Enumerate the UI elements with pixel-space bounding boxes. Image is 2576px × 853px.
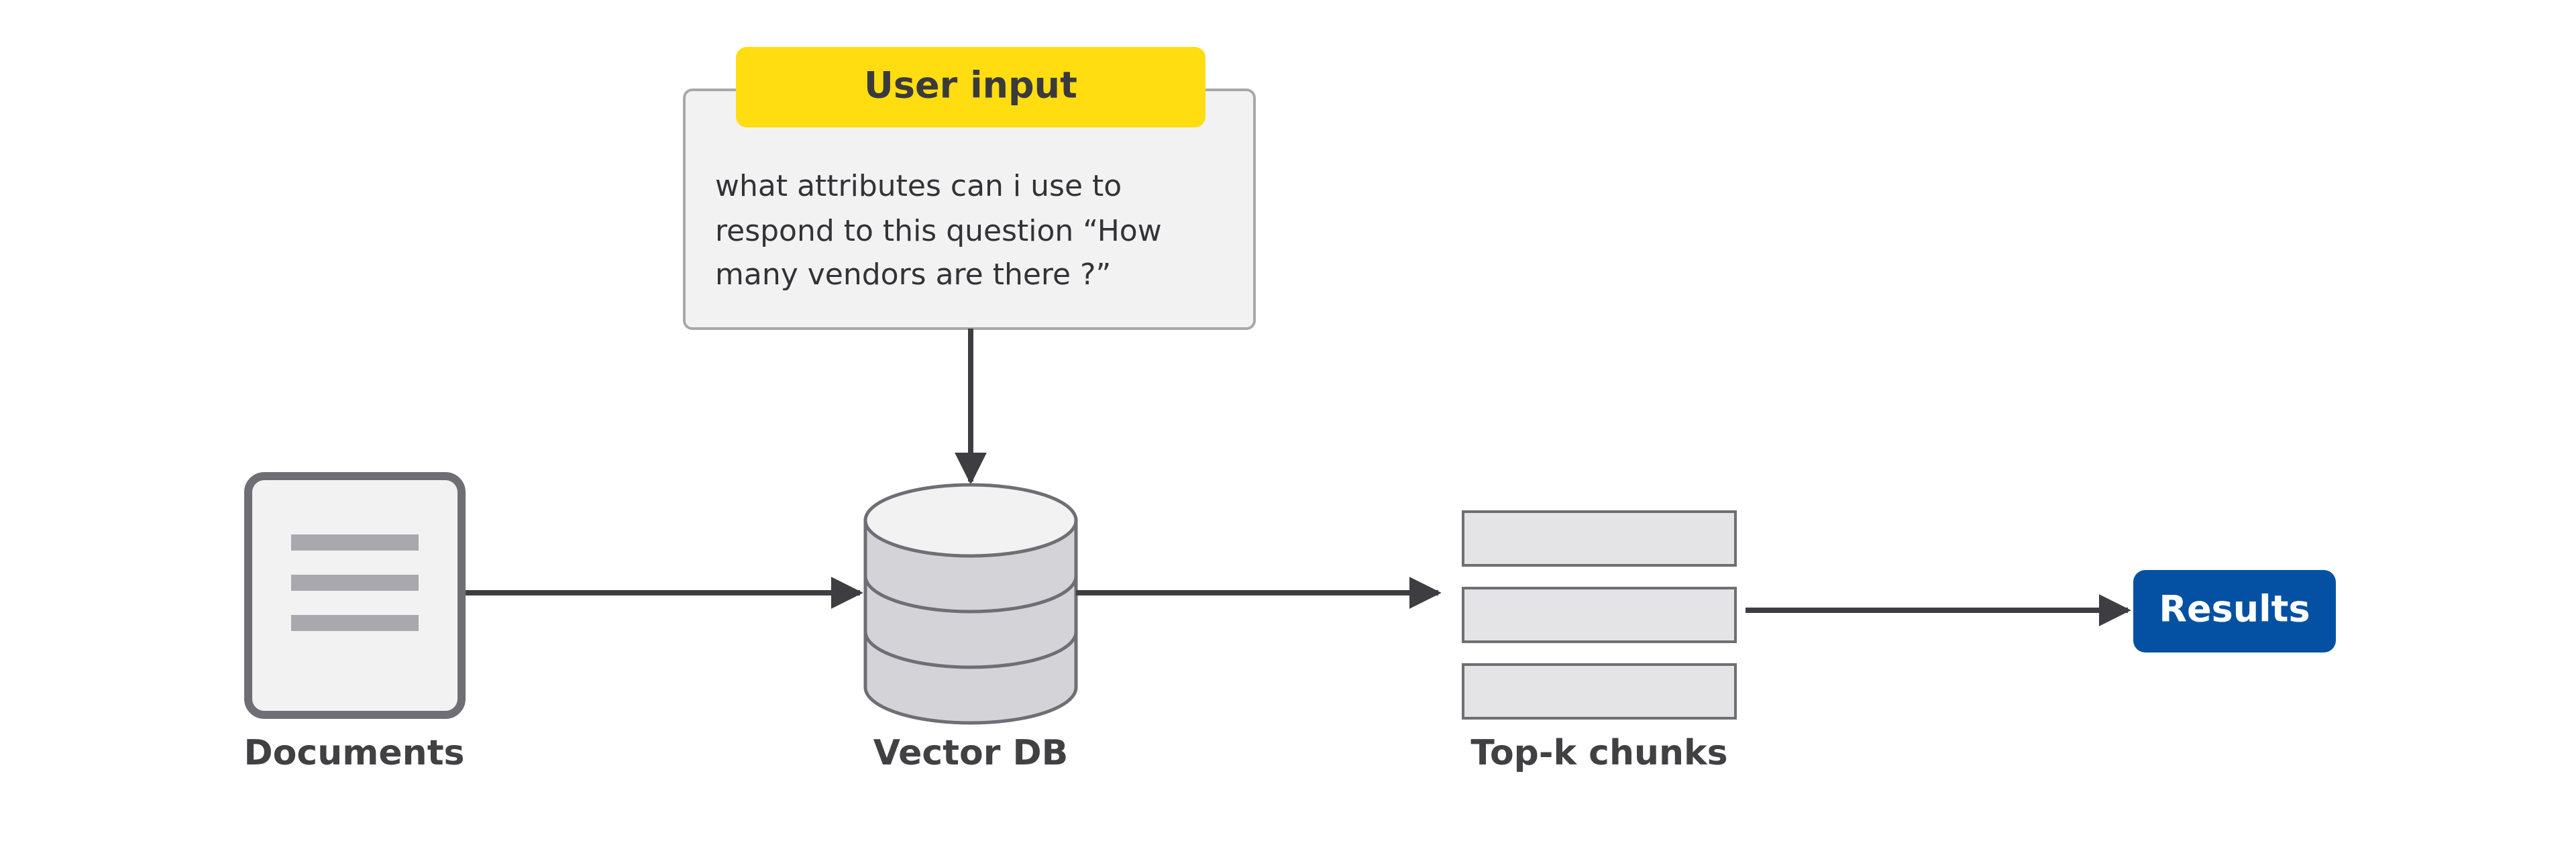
user-input-title: User input xyxy=(864,64,1077,107)
document-icon xyxy=(244,472,466,719)
document-line xyxy=(291,575,419,591)
results-node: Results xyxy=(2133,570,2336,652)
chunk-bar xyxy=(1462,587,1737,643)
chunks-icon xyxy=(1462,510,1737,720)
vector-db-label: Vector DB xyxy=(873,733,1069,773)
chunk-bar xyxy=(1462,663,1737,720)
user-input-badge xyxy=(736,47,1205,127)
top-k-chunks-label: Top-k chunks xyxy=(1470,733,1727,773)
document-line xyxy=(291,615,419,631)
user-input-line-1: what attributes can i use to xyxy=(715,169,1122,203)
documents-label: Documents xyxy=(244,733,464,773)
user-input-line-3: many vendors are there ?” xyxy=(715,258,1111,292)
results-label: Results xyxy=(2159,588,2310,630)
user-input-line-2: respond to this question “How xyxy=(715,214,1162,248)
document-line xyxy=(291,534,419,551)
results-box xyxy=(2133,570,2336,652)
chunk-bar xyxy=(1462,510,1737,567)
database-icon xyxy=(863,483,1078,725)
user-input-box: User input what attributes can i use to … xyxy=(683,47,1256,330)
